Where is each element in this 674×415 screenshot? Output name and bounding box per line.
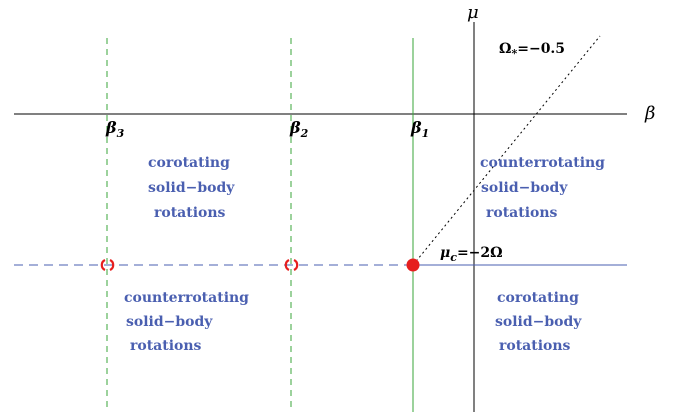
beta3-open-point [100,259,115,271]
beta2-label: β2 [289,118,309,140]
region-upper-left-line1: corotating [148,155,230,171]
region-upper-left: corotating solid−body rotations [148,155,235,221]
region-upper-right-line1: counterrotating [480,155,605,171]
region-lower-right-line3: rotations [499,338,571,354]
beta-axis-label: β [644,103,655,124]
mu-c-critical-point [406,258,420,272]
region-lower-right-line1: corotating [497,290,579,306]
omega-star-annotation: Ω*=−0.5 [499,41,565,60]
region-upper-right-line2: solid−body [481,180,568,196]
region-lower-left: counterrotating solid−body rotations [124,290,249,354]
mu-c-annotation: μc=−2Ω [440,245,503,264]
region-lower-left-line1: counterrotating [124,290,249,306]
beta1-label: β1 [410,118,429,140]
beta2-open-point [284,259,299,271]
region-upper-right-line3: rotations [486,205,558,221]
mu-axis-label: μ [467,2,479,23]
region-lower-right-line2: solid−body [495,314,582,330]
region-upper-left-line2: solid−body [148,180,235,196]
omega-dotted-line [412,35,601,266]
region-lower-right: corotating solid−body rotations [495,290,582,354]
region-lower-left-line3: rotations [130,338,202,354]
region-upper-right: counterrotating solid−body rotations [480,155,605,221]
beta3-label: β3 [105,118,125,140]
region-upper-left-line3: rotations [154,205,226,221]
region-lower-left-line2: solid−body [126,314,213,330]
